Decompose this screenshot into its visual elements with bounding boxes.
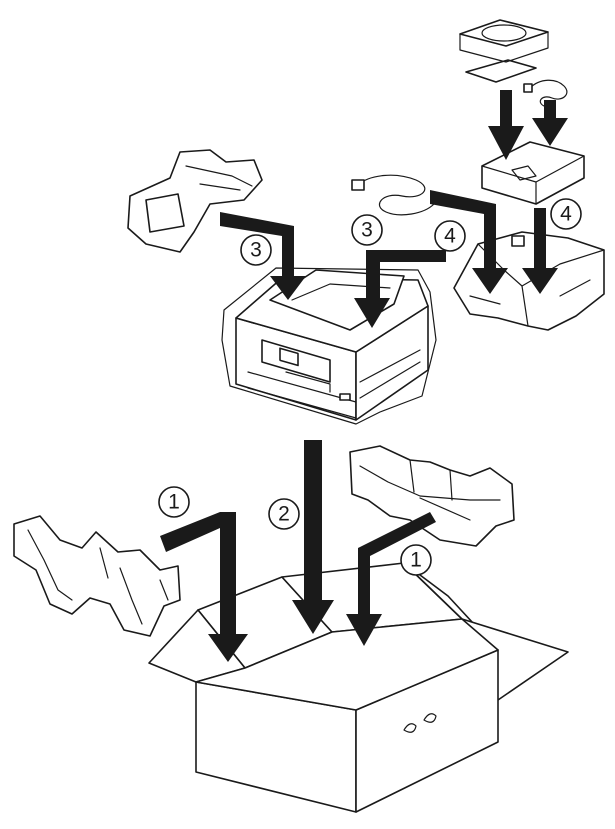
power-cord-icon	[351, 174, 435, 216]
step-label-4-left: 4	[434, 220, 466, 252]
step-label-3-left: 3	[240, 234, 272, 266]
step-label-2: 2	[268, 498, 300, 530]
step-number: 2	[278, 503, 290, 526]
printer-icon	[221, 267, 437, 425]
cd-rom-icon	[459, 19, 549, 83]
foam-cushion-top-right	[453, 231, 605, 331]
step-label-3-right: 3	[351, 214, 383, 246]
arrow-step2	[292, 440, 334, 634]
foam-cushion-top-left	[127, 149, 263, 253]
step-label-1-right: 1	[400, 544, 432, 576]
foam-cushion-left	[13, 515, 181, 637]
arrow-step3-right	[354, 250, 446, 328]
step-number: 3	[361, 219, 373, 242]
step-number: 1	[168, 491, 180, 514]
accessory-box	[481, 141, 585, 205]
step-label-1-left: 1	[158, 486, 190, 518]
arrow-step3-left	[220, 212, 306, 300]
arrow-cd-down	[488, 90, 524, 160]
arrow-cable-down	[532, 100, 568, 146]
arrow-step4-left	[430, 190, 508, 294]
step-number: 3	[250, 239, 262, 262]
foam-cushion-right	[349, 445, 515, 547]
arrow-step4-right	[522, 208, 558, 294]
step-number: 4	[560, 203, 572, 226]
arrow-step1-left	[160, 512, 248, 662]
interface-cable-icon	[523, 79, 568, 107]
step-number: 4	[444, 225, 456, 248]
arrow-step1-right	[346, 512, 436, 646]
step-number: 1	[410, 549, 422, 572]
step-label-4-right: 4	[550, 198, 582, 230]
